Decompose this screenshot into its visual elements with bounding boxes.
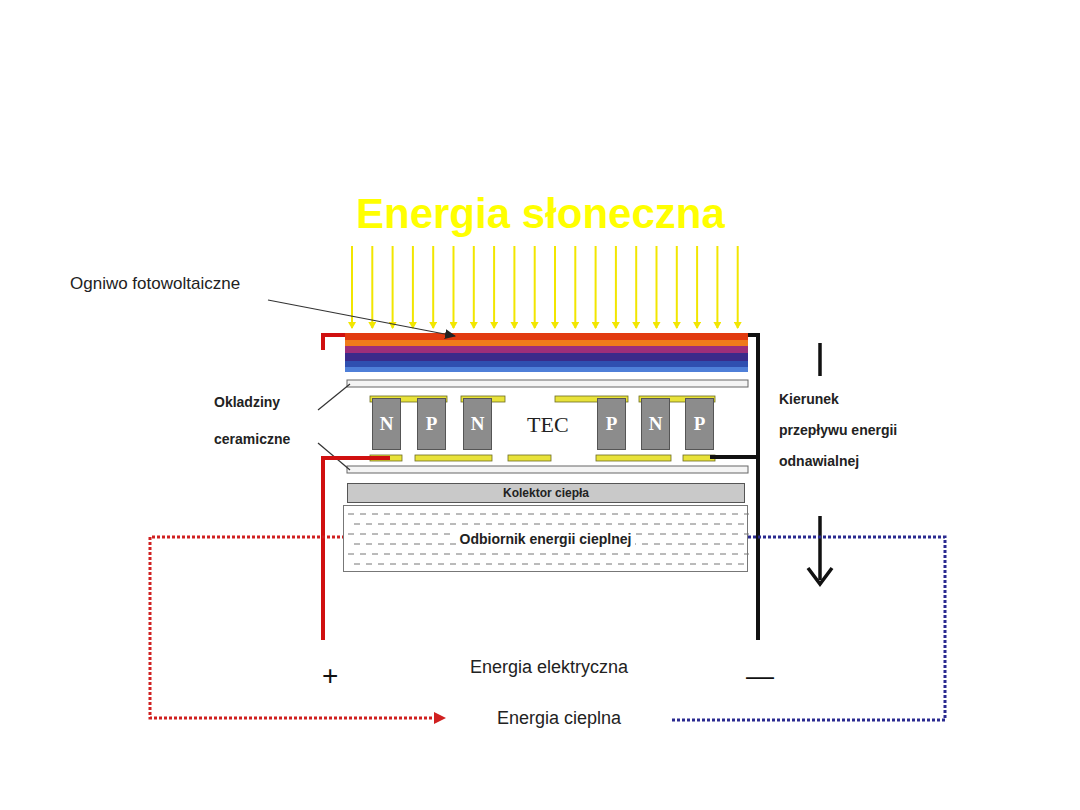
sun-ray	[737, 246, 739, 328]
sun-ray	[534, 246, 536, 328]
sun-ray	[554, 246, 556, 328]
sun-ray	[595, 246, 597, 328]
leader-lines	[268, 300, 455, 470]
semiconductor-leg: N	[372, 398, 401, 450]
polarity-sign: —	[746, 660, 774, 692]
sun-ray	[392, 246, 394, 328]
ceramic-plate	[347, 380, 748, 387]
sun-rays	[352, 246, 738, 328]
sun-ray	[656, 246, 658, 328]
sun-ray	[513, 246, 515, 328]
semiconductor-leg: P	[417, 398, 446, 450]
sun-ray	[696, 246, 698, 328]
energy-label: Energia cieplna	[493, 708, 625, 729]
pv-cell	[345, 333, 748, 372]
leg-letter: P	[606, 413, 618, 435]
sun-ray	[716, 246, 718, 328]
leg-letter: N	[649, 413, 663, 435]
sun-ray	[676, 246, 678, 328]
sun-ray	[432, 246, 434, 328]
semiconductor-leg: N	[641, 398, 670, 450]
direction-label: Kierunek przepływu energii odnawialnej	[779, 384, 904, 477]
leg-letter: N	[471, 413, 485, 435]
sun-ray	[473, 246, 475, 328]
polarity-sign: +	[322, 660, 338, 692]
leg-letter: N	[380, 413, 394, 435]
part-label: Ogniwo fotowoltaiczne	[70, 274, 240, 294]
sun-ray	[574, 246, 576, 328]
box-label: Kolektor ciepła	[503, 486, 589, 500]
sun-ray	[615, 246, 617, 328]
module-label: TEC	[527, 412, 569, 438]
energy-label: Energia elektryczna	[466, 657, 632, 678]
heat-receiver: Odbiornik energii cieplnej	[343, 505, 748, 572]
sun-ray	[371, 246, 373, 328]
semiconductor-leg: P	[685, 398, 714, 450]
semiconductor-leg: N	[463, 398, 492, 450]
part-label: Okladziny ceramiczne	[214, 384, 314, 458]
wires	[323, 335, 758, 640]
arrow-head	[434, 712, 446, 724]
sun-ray	[412, 246, 414, 328]
conductor-strips	[370, 396, 715, 461]
ceramic-plate	[347, 466, 748, 473]
box-label: Odbiornik energii cieplnej	[456, 530, 636, 548]
heat-collector: Kolektor ciepła	[347, 483, 745, 503]
sun-ray	[493, 246, 495, 328]
leg-letter: P	[426, 413, 438, 435]
heat-loop	[150, 537, 945, 720]
title-text: Energia słoneczna	[356, 190, 725, 238]
sun-ray	[635, 246, 637, 328]
sun-ray	[453, 246, 455, 328]
semiconductor-leg: P	[597, 398, 626, 450]
leg-letter: P	[694, 413, 706, 435]
